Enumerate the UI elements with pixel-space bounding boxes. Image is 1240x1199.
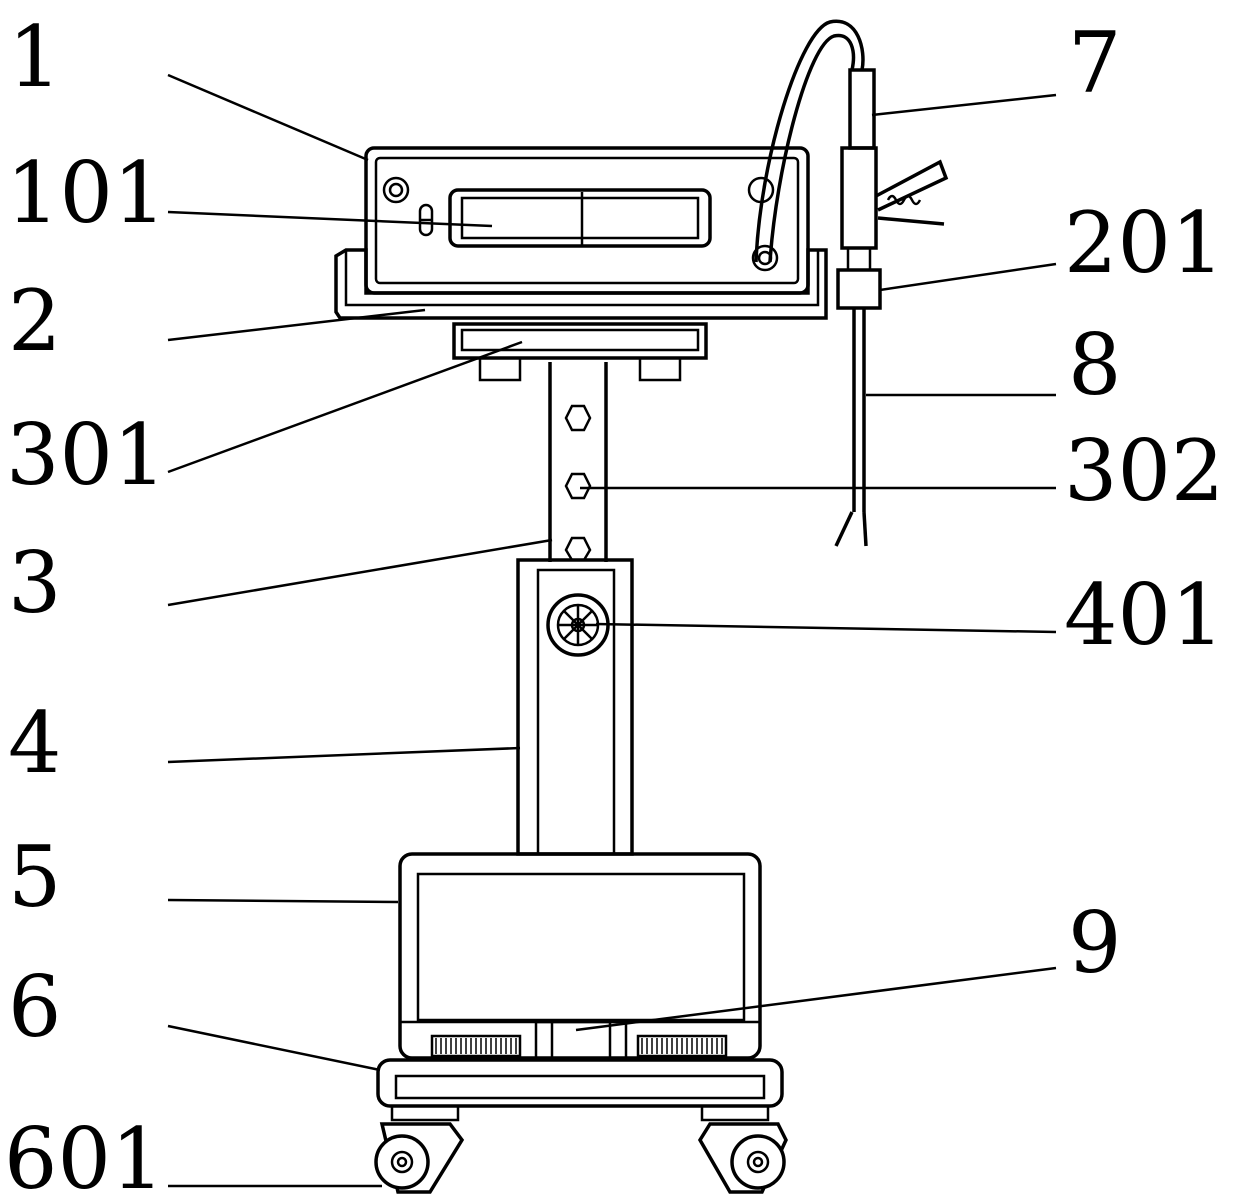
label-8: 8: [1068, 316, 1121, 414]
base-frame: [378, 1060, 782, 1120]
leader-301: [168, 342, 522, 472]
label-601: 601: [4, 1110, 164, 1199]
monitor-unit: [366, 148, 808, 293]
label-301: 301: [6, 406, 166, 504]
label-3: 3: [8, 534, 61, 632]
leader-401: [596, 624, 1056, 632]
label-302: 302: [1064, 422, 1224, 520]
probe-handpiece: [836, 70, 946, 546]
leader-2: [168, 310, 425, 340]
label-401: 401: [1064, 566, 1224, 664]
leader-1: [168, 75, 368, 160]
label-5: 5: [8, 828, 61, 926]
label-2: 2: [8, 272, 61, 370]
label-101: 101: [6, 144, 166, 242]
label-4: 4: [8, 694, 61, 792]
vent-drawer: [432, 1022, 726, 1058]
leader-7: [872, 95, 1056, 115]
label-201: 201: [1064, 194, 1224, 292]
leader-101: [168, 212, 492, 226]
leader-6: [168, 1026, 380, 1070]
leader-3: [168, 540, 552, 605]
leader-201: [880, 264, 1056, 290]
caster-right: [700, 1124, 786, 1192]
leader-5: [168, 900, 398, 902]
storage-box: [400, 854, 760, 1058]
outer-column: [518, 560, 632, 854]
label-1: 1: [8, 8, 61, 106]
caster-left: [376, 1124, 462, 1192]
label-9: 9: [1068, 894, 1121, 992]
leader-4: [168, 748, 520, 762]
inner-pole: [550, 362, 606, 562]
label-6: 6: [8, 958, 61, 1056]
leader-9: [576, 968, 1056, 1030]
label-7: 7: [1068, 14, 1121, 112]
